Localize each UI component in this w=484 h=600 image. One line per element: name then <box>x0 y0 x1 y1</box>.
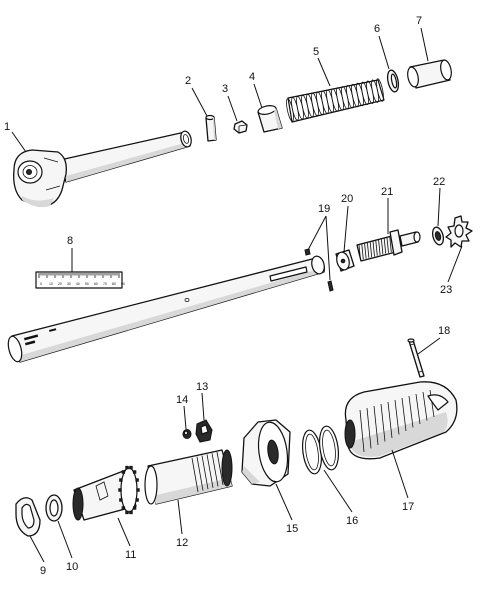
callout-labels: 1 2 3 4 5 6 7 8 9 10 11 12 13 14 15 16 1… <box>4 15 452 577</box>
part-2-pin <box>205 114 217 142</box>
callout-13: 13 <box>196 381 208 393</box>
callout-21: 21 <box>381 186 393 198</box>
scale-number: 60 <box>94 282 98 286</box>
part-3-nut <box>233 120 248 134</box>
callout-19: 19 <box>318 203 330 215</box>
part-9-end-plate <box>15 497 41 537</box>
part-5-spring <box>286 78 385 123</box>
callout-16: 16 <box>346 515 358 527</box>
part-10-ring <box>45 494 63 522</box>
scale-number: 90 <box>121 282 125 286</box>
callout-17: 17 <box>402 501 414 513</box>
part-8-scale-label: 0 10 20 30 40 50 60 70 80 90 <box>35 271 125 289</box>
main-tube <box>7 255 325 363</box>
callout-23: 23 <box>440 284 452 296</box>
leader-lines <box>11 27 463 563</box>
callout-9: 9 <box>40 565 46 577</box>
callout-18: 18 <box>438 325 450 337</box>
part-1-ratchet-head <box>13 130 192 208</box>
scale-number: 20 <box>58 282 62 286</box>
part-16-retaining-rings <box>301 425 340 475</box>
callout-12: 12 <box>176 537 188 549</box>
scale-number: 10 <box>49 282 53 286</box>
part-4-sleeve <box>257 105 283 133</box>
part-23-star-knob <box>445 215 473 248</box>
callout-11: 11 <box>125 549 136 561</box>
part-20-collar <box>335 249 355 272</box>
callout-2: 2 <box>185 75 191 87</box>
part-19-pins <box>304 248 334 292</box>
callout-6: 6 <box>374 23 380 35</box>
callout-15: 15 <box>286 523 298 535</box>
callout-22: 22 <box>433 176 445 188</box>
callout-8: 8 <box>67 235 73 247</box>
tube-marking <box>23 328 57 346</box>
part-12-ribbed-sleeve <box>144 449 233 505</box>
part-22-nut <box>431 226 445 246</box>
callout-20: 20 <box>341 193 353 205</box>
scale-number: 80 <box>112 282 116 286</box>
scale-number: 70 <box>103 282 107 286</box>
scale-number: 30 <box>67 282 71 286</box>
callout-3: 3 <box>222 83 228 95</box>
part-13-clip <box>195 419 213 443</box>
callout-10: 10 <box>66 561 78 573</box>
part-17-handle-grip <box>344 381 458 460</box>
callout-5: 5 <box>313 46 319 58</box>
callout-14: 14 <box>176 394 188 406</box>
part-6-washer <box>386 69 400 93</box>
part-21-threaded-screw <box>356 229 421 262</box>
callout-7: 7 <box>416 15 422 27</box>
scale-number: 0 <box>40 282 42 286</box>
part-7-end-cap <box>407 59 452 89</box>
scale-number: 50 <box>85 282 89 286</box>
scale-number: 40 <box>76 282 80 286</box>
callout-1: 1 <box>4 121 10 133</box>
part-18-shaft-pin <box>407 338 425 378</box>
callout-4: 4 <box>249 71 255 83</box>
part-14-small-screw <box>182 429 192 439</box>
part-11-gear-housing <box>72 465 140 521</box>
part-15-flange-collar <box>241 419 291 487</box>
